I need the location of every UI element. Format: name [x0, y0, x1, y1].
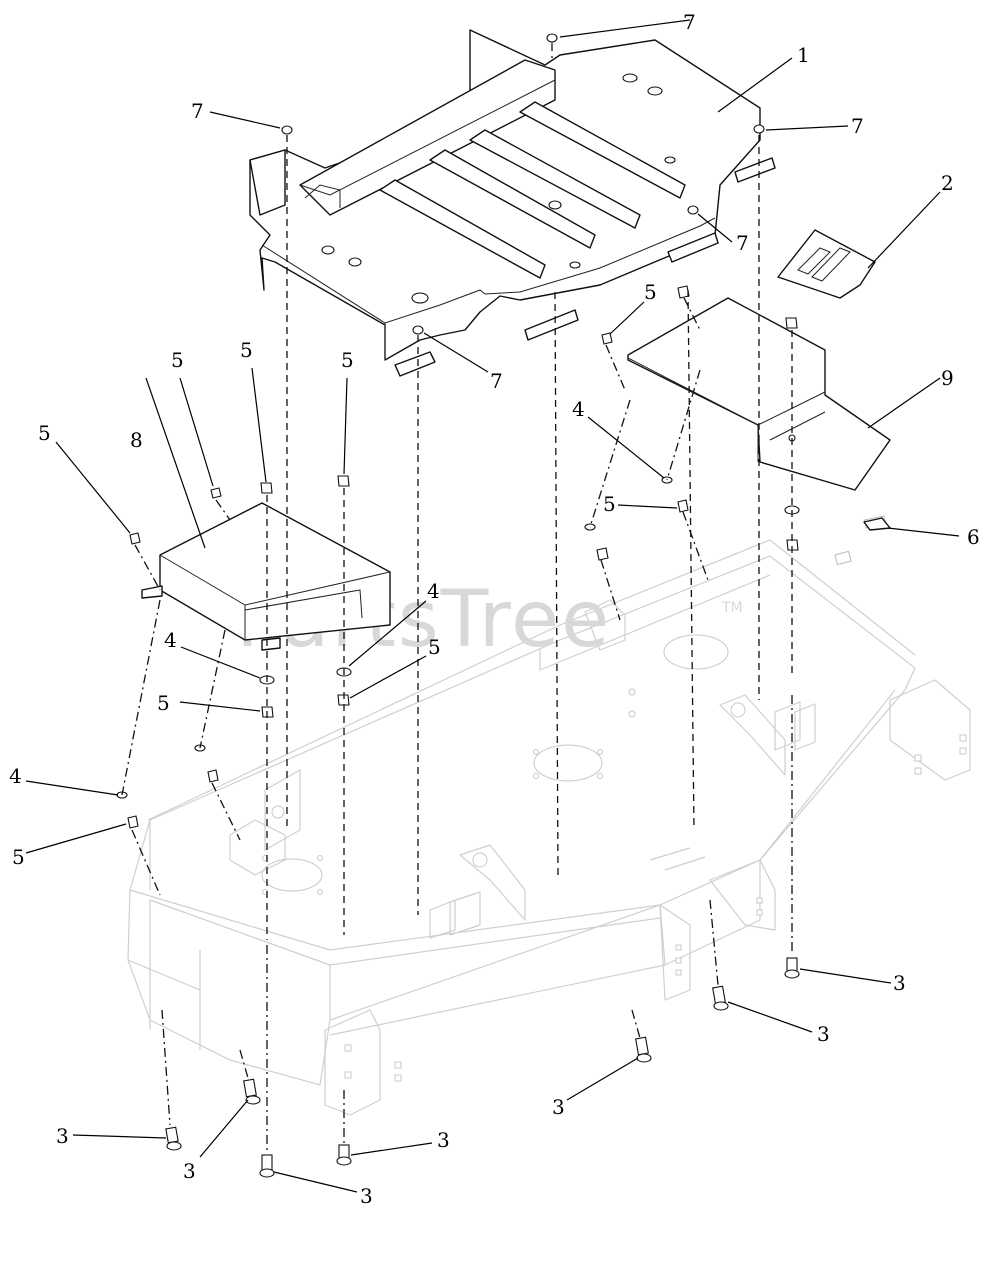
callout-4: 4 — [9, 764, 22, 788]
deck-side-plate-far-right — [889, 679, 971, 781]
callout-5: 5 — [240, 338, 253, 362]
callout-7: 7 — [736, 231, 749, 255]
callout-4: 4 — [164, 628, 177, 652]
bolt-3 — [165, 1126, 182, 1151]
part-2-plate — [777, 229, 876, 299]
callout-3: 3 — [552, 1095, 565, 1119]
screw-7-low — [412, 325, 424, 335]
callout-5: 5 — [171, 348, 184, 372]
bolt-3 — [712, 985, 729, 1011]
nut-5 — [260, 482, 273, 494]
bolt-3 — [635, 1036, 652, 1063]
callout-7: 7 — [191, 99, 204, 123]
nut-5 — [337, 694, 350, 706]
callout-5: 5 — [157, 691, 170, 715]
nut-5 — [207, 769, 219, 783]
callout-7: 7 — [851, 114, 864, 138]
callout-4: 4 — [572, 397, 585, 421]
deck-hanger-bracket-center — [429, 844, 526, 939]
nut-5 — [601, 332, 613, 345]
callout-3: 3 — [183, 1159, 196, 1183]
screw-7-left — [281, 125, 293, 135]
deck-side-plate-right — [709, 859, 776, 931]
callout-5: 5 — [38, 421, 51, 445]
callout-3: 3 — [56, 1124, 69, 1148]
screw-7-mid — [687, 205, 699, 215]
part-8-cover — [141, 502, 391, 651]
callout-8: 8 — [130, 428, 143, 452]
callout-labels: 1 2 3 3 3 3 3 3 3 4 4 4 4 5 5 5 5 5 5 5 … — [9, 10, 980, 1208]
callout-3: 3 — [893, 971, 906, 995]
nut-5 — [677, 499, 689, 513]
callout-4: 4 — [427, 579, 440, 603]
callout-1: 1 — [797, 43, 810, 67]
callout-5: 5 — [644, 280, 657, 304]
deck-side-plate-center — [659, 904, 691, 1001]
callout-5: 5 — [341, 348, 354, 372]
deck-side-plate-front — [324, 1009, 402, 1116]
screw-7-right — [753, 124, 765, 134]
callout-3: 3 — [360, 1184, 373, 1208]
callout-2: 2 — [941, 171, 954, 195]
bolt-3 — [784, 957, 800, 979]
bolt-3 — [243, 1078, 261, 1105]
bolt-3 — [336, 1144, 352, 1166]
callout-5: 5 — [12, 845, 25, 869]
assembly-lines — [121, 44, 793, 1152]
nut-5 — [785, 317, 798, 329]
part-1-platform — [249, 29, 776, 377]
nut-5 — [129, 532, 141, 545]
screw-7-top — [546, 33, 558, 50]
nut-5 — [786, 539, 799, 551]
bolt-3 — [259, 1154, 275, 1178]
callout-5: 5 — [603, 492, 616, 516]
watermark-tm: TM — [721, 600, 743, 616]
deck-hanger-bracket-rear — [584, 599, 626, 651]
deck-hanger-bracket-left — [229, 769, 301, 876]
callout-3: 3 — [817, 1022, 830, 1046]
callout-3: 3 — [437, 1128, 450, 1152]
deck-hanger-bracket-right — [719, 694, 816, 776]
nut-5 — [210, 487, 222, 499]
callout-7: 7 — [490, 369, 503, 393]
callout-6: 6 — [967, 525, 980, 549]
leader-lines — [25, 19, 960, 1193]
callout-5: 5 — [428, 635, 441, 659]
nut-5 — [127, 815, 139, 829]
callout-9: 9 — [941, 366, 954, 390]
nut-5 — [596, 547, 609, 561]
callout-7: 7 — [683, 10, 696, 34]
nut-5 — [677, 285, 690, 299]
nut-5 — [337, 475, 350, 487]
